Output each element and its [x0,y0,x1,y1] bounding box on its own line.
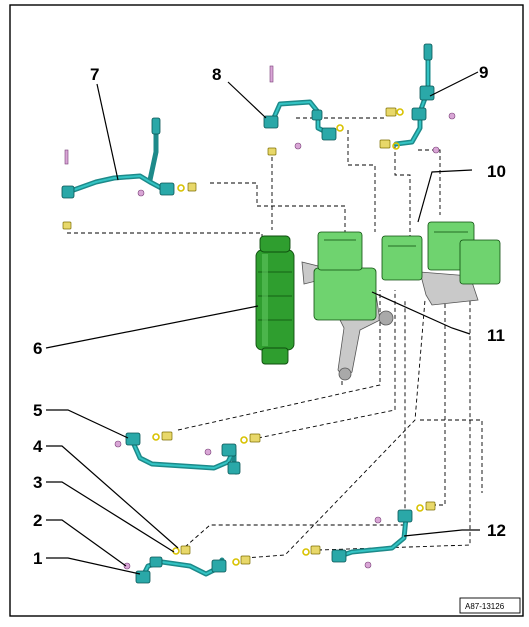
callout-9: 9 [479,63,488,82]
heat-exchanger-assembly [301,221,501,381]
callout-10: 10 [487,162,506,181]
refrigerant-pipe-1 [123,545,251,584]
refrigerant-pipe-9 [379,43,456,154]
callout-1: 1 [33,549,42,568]
refrigerant-pipe-5 [114,431,261,475]
figure-reference: A87-13126 [459,597,521,614]
callout-8: 8 [212,65,221,84]
receiver-drier-6 [255,235,295,365]
callout-5: 5 [33,401,42,420]
callout-7: 7 [90,65,99,84]
callout-labels: 7 8 9 10 6 11 5 4 3 2 1 12 [33,63,506,568]
refrigerant-pipe-8 [263,65,344,156]
callout-12: 12 [487,521,506,540]
refrigerant-pipe-7 [61,117,197,230]
callout-11: 11 [487,326,505,345]
callout-4: 4 [33,437,43,456]
callout-6: 6 [33,339,42,358]
callout-2: 2 [33,511,42,530]
figure-id: A87-13126 [465,602,505,611]
callout-3: 3 [33,473,42,492]
refrigerant-pipe-12 [302,501,436,569]
leader-lines [45,71,480,575]
assembly-guide-lines [67,117,483,559]
